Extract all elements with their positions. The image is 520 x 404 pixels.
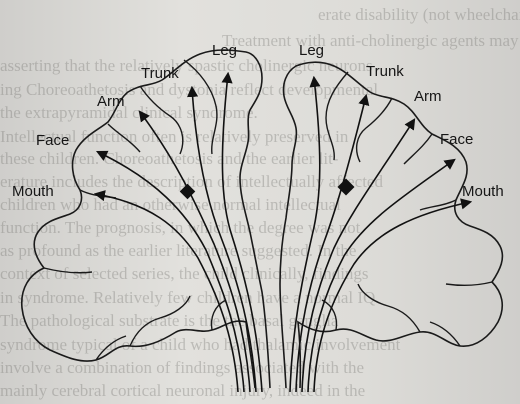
left-gyrus xyxy=(139,85,184,155)
tract-to-leg xyxy=(289,75,321,393)
right-hemisphere-outline xyxy=(279,61,504,389)
right-lesion-marker xyxy=(337,178,355,196)
left-fiber-tracts xyxy=(93,71,263,393)
label-left-arm: Arm xyxy=(97,93,125,110)
label-right-trunk: Trunk xyxy=(366,63,404,80)
left-gyrus xyxy=(43,267,93,274)
tract-to-mouth xyxy=(313,198,473,393)
label-right-leg: Leg xyxy=(299,42,324,59)
label-right-arm: Arm xyxy=(414,88,442,105)
text-line: Intellectual function often is relativel… xyxy=(0,127,349,146)
left-gyrus xyxy=(183,59,218,155)
text-line: involve a combination of findings associ… xyxy=(0,358,365,377)
label-left-trunk: Trunk xyxy=(141,65,179,82)
left-lesion-marker xyxy=(179,183,196,200)
tract-to-trunk xyxy=(295,93,370,393)
label-right-face: Face xyxy=(440,131,473,148)
right-gyrus xyxy=(429,321,461,347)
text-line: asserting that the relatively spastic ch… xyxy=(0,56,373,75)
text-line: function. The prognosis, in which the de… xyxy=(0,218,361,237)
label-left-mouth: Mouth xyxy=(12,183,54,200)
text-line: these children. Choreoathetosis and the … xyxy=(0,149,339,168)
text-line: Treatment with anti-cholinergic agents m… xyxy=(222,31,520,50)
label-left-face: Face xyxy=(36,132,69,149)
label-right-mouth: Mouth xyxy=(462,183,504,200)
text-line: as profound as the earlier literature su… xyxy=(0,241,357,260)
tract-to-arm xyxy=(301,118,416,393)
right-fiber-tracts xyxy=(289,75,473,393)
left-gyrus xyxy=(210,299,227,331)
right-gyrus xyxy=(325,71,349,161)
left-gyrus xyxy=(107,123,141,153)
tract-to-trunk xyxy=(186,85,257,393)
text-line: context of selected series, the child cl… xyxy=(0,264,369,283)
left-gyrus xyxy=(129,295,191,347)
tract-to-face xyxy=(307,158,456,393)
tract-to-face xyxy=(95,150,245,393)
text-line: erate disability (not wheelchair bound). xyxy=(318,5,520,24)
tract-to-mouth xyxy=(93,190,239,393)
tract-to-arm xyxy=(138,110,251,393)
text-line: erature includes the description of inte… xyxy=(0,172,383,191)
tract-to-leg xyxy=(221,71,263,393)
left-gyrus xyxy=(95,335,127,361)
left-hemisphere-outline xyxy=(20,49,271,389)
right-gyrus xyxy=(445,281,493,287)
label-left-leg: Leg xyxy=(212,42,237,59)
text-line: mainly cerebral cortical neuronal injury… xyxy=(0,381,366,400)
right-gyrus xyxy=(355,97,393,163)
right-gyrus xyxy=(403,133,433,165)
text-line: children who had an otherwise normal int… xyxy=(0,195,341,214)
right-gyrus xyxy=(419,199,457,211)
right-gyrus xyxy=(357,283,421,333)
